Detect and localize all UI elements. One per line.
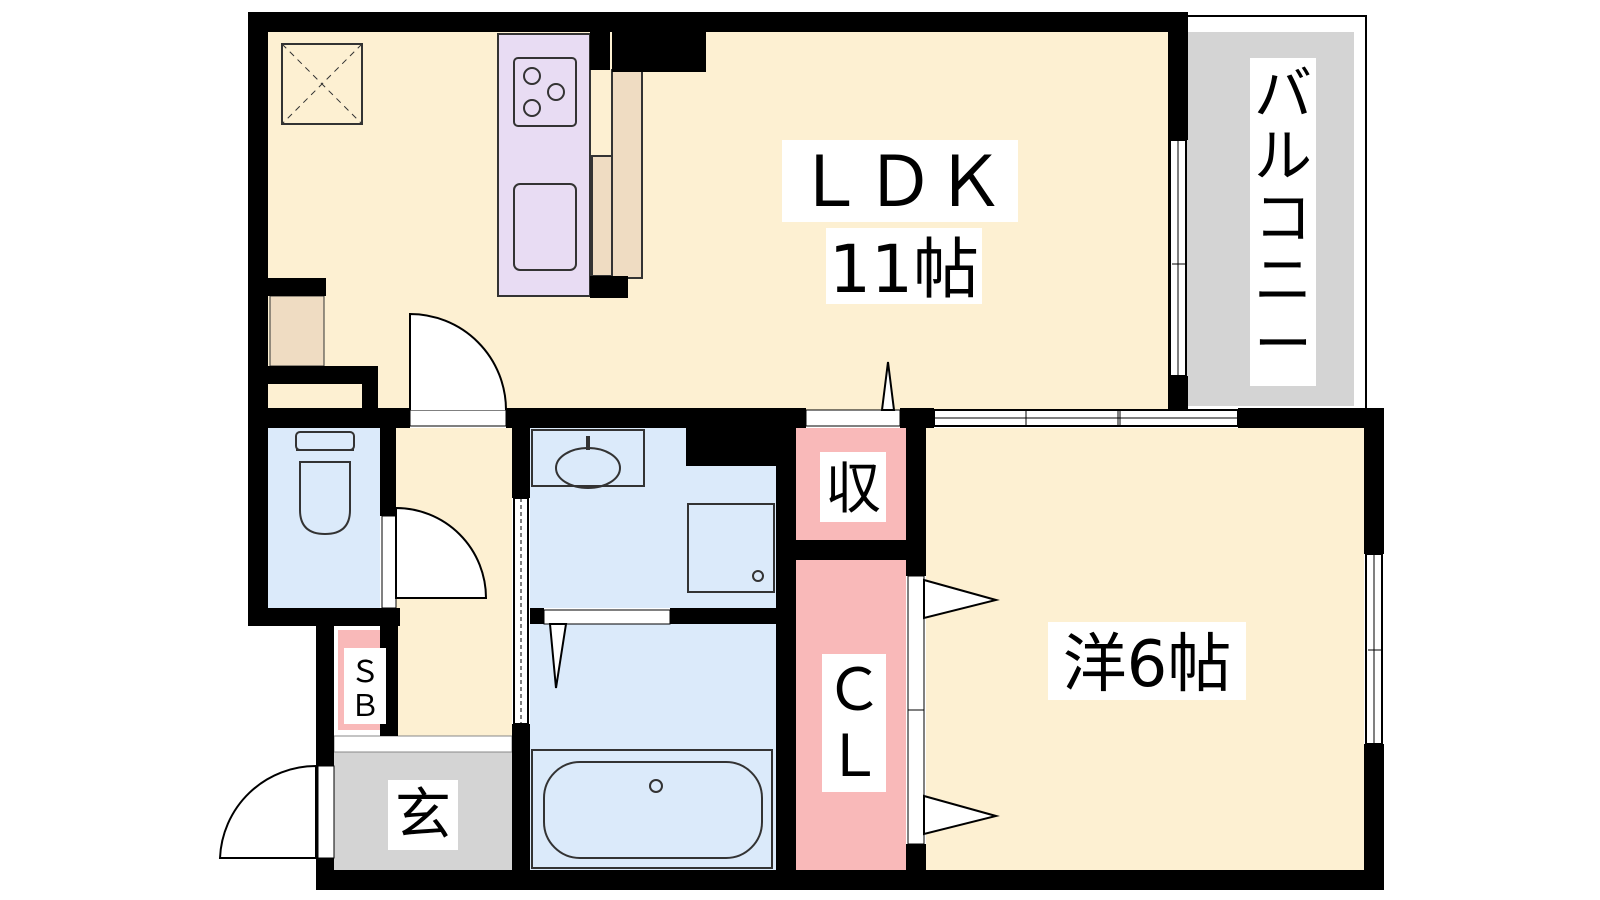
western-label-bg bbox=[1048, 622, 1246, 700]
shoebox-label-bg bbox=[344, 648, 386, 724]
storage-label: 収 bbox=[825, 457, 881, 522]
entrance-door-swing bbox=[218, 764, 317, 859]
bathroom-floor bbox=[530, 624, 776, 870]
entrance-step bbox=[333, 735, 513, 753]
bathtub-icon bbox=[543, 761, 763, 859]
door-frame bbox=[805, 409, 901, 427]
western-room-label: 洋6帖 bbox=[1063, 628, 1232, 702]
burner-icon bbox=[523, 67, 541, 85]
balcony-label-char: ー bbox=[1254, 310, 1312, 378]
ldk-floor bbox=[268, 32, 1168, 412]
washing-machine-pan bbox=[687, 503, 775, 593]
stove-top bbox=[513, 57, 577, 127]
toilet-bowl-icon bbox=[299, 461, 351, 536]
closet-label-char: Ｃ bbox=[825, 656, 883, 724]
vanity-counter bbox=[531, 429, 645, 487]
closet-door-leaf bbox=[923, 578, 1000, 620]
door-frame bbox=[409, 409, 507, 427]
closet-label-char: Ｌ bbox=[825, 722, 883, 790]
balcony-label-char: コ bbox=[1254, 184, 1312, 252]
entrance-door-frame bbox=[317, 765, 335, 859]
balcony-label-char: ル bbox=[1254, 122, 1312, 190]
closet-door-leaf bbox=[923, 794, 1000, 836]
entrance-label: 玄 bbox=[395, 783, 451, 848]
door-leaf bbox=[548, 623, 568, 689]
ventilation-cross bbox=[281, 43, 363, 125]
ventilation-box bbox=[281, 43, 363, 125]
balcony-label-char: バ bbox=[1254, 60, 1312, 128]
entrance-label-bg bbox=[388, 780, 458, 850]
ldk-size-bg bbox=[826, 228, 982, 304]
balcony-label-char: ニ bbox=[1254, 246, 1312, 314]
door-swing bbox=[395, 506, 488, 599]
kitchen-shelf bbox=[611, 69, 643, 279]
balcony-label-bg bbox=[1250, 58, 1316, 386]
fridge-space bbox=[269, 295, 325, 367]
drain-icon bbox=[752, 570, 764, 582]
door-frame bbox=[543, 609, 671, 625]
kitchen-shelf-lower bbox=[591, 155, 613, 277]
bathtub-frame bbox=[531, 749, 773, 869]
closet-label-bg bbox=[822, 654, 886, 792]
bathtub-drain bbox=[649, 779, 663, 793]
door-leaf bbox=[880, 361, 896, 411]
burner-icon bbox=[523, 99, 541, 117]
shoebox-label-char: Ｓ bbox=[350, 655, 380, 690]
ldk-label: ＬＤＫ bbox=[795, 141, 1005, 223]
burner-icon bbox=[547, 83, 565, 101]
kitchen-sink bbox=[513, 183, 577, 271]
shoebox-label-char: Ｂ bbox=[350, 689, 380, 724]
door-frame bbox=[381, 515, 397, 609]
toilet-floor bbox=[268, 428, 380, 608]
door-swing bbox=[409, 312, 507, 411]
ldk-label-bg bbox=[782, 140, 1018, 222]
ldk-size-label: 11帖 bbox=[829, 231, 979, 308]
storage-label-bg bbox=[820, 452, 886, 522]
